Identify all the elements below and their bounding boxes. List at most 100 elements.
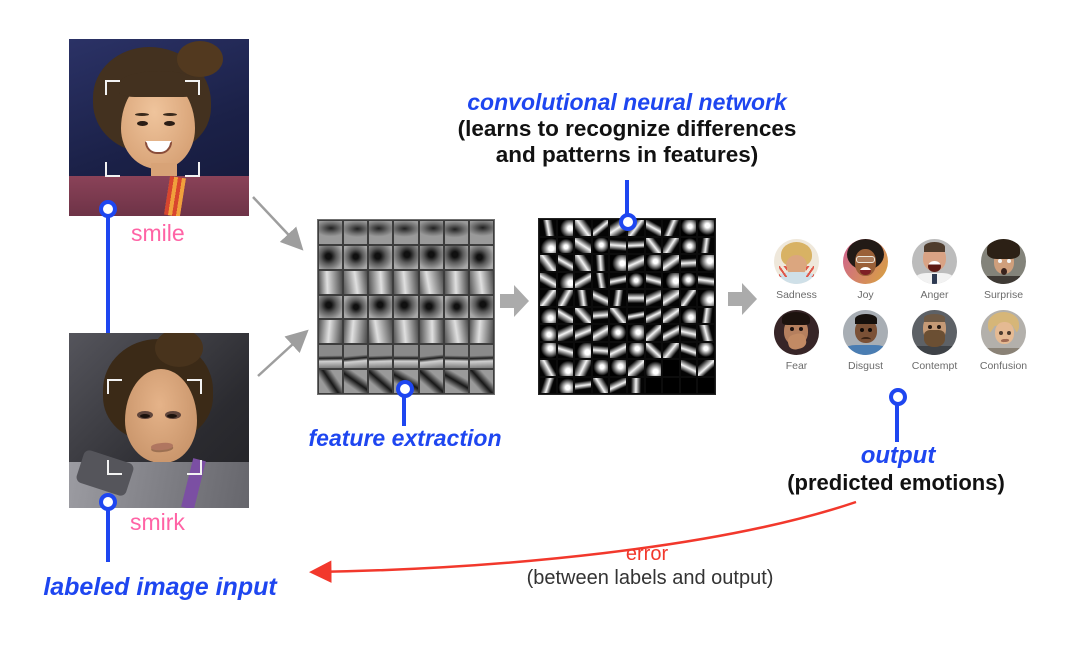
cnn-filter-patch [609, 289, 627, 307]
cnn-filter-patch [697, 324, 715, 342]
connector-node-smirk [99, 493, 117, 511]
photo-eye [140, 414, 150, 418]
cnn-filter-patch [662, 254, 680, 272]
cnn-filter-patch [679, 219, 698, 237]
cnn-filter-patch [539, 219, 557, 237]
feature-patch [443, 294, 469, 320]
cnn-filter-patch [679, 254, 698, 272]
predicted-emotions-caption: (predicted emotions) [787, 470, 1005, 495]
feature-patch [368, 319, 394, 345]
feature-patch [318, 369, 344, 394]
emotion-fear: Fear [762, 310, 831, 372]
cnn-filter-patch [662, 219, 680, 237]
feature-patch [318, 344, 344, 370]
cnn-filter-patch [609, 324, 627, 342]
feature-patch [443, 344, 469, 370]
feature-patch [468, 344, 494, 370]
arrow-smirk-to-features [257, 329, 309, 377]
photo-hairline [119, 71, 199, 97]
cnn-filter-patch [539, 306, 557, 324]
cnn-filter-patch [662, 306, 680, 324]
connector-line-output [895, 404, 899, 442]
cnn-filter-patch [662, 376, 680, 394]
anger-avatar [912, 239, 957, 284]
feature-patch [468, 244, 494, 270]
photo-eye [167, 414, 177, 418]
cnn-filter-patch [697, 219, 715, 237]
predicted-emotions-grid: Sadness Joy Anger Surprise Fear Disgust … [762, 239, 1038, 372]
cnn-filter-patch [591, 341, 610, 359]
feature-patch [343, 244, 369, 270]
sadness-avatar [774, 239, 819, 284]
cnn-filter-patch [627, 341, 645, 359]
cnn-filter-patch [644, 289, 663, 307]
cnn-filter-patch [697, 254, 715, 272]
cnn-filter-patch [556, 359, 575, 377]
cnn-filter-patch [539, 271, 557, 289]
cnn-filter-patch [574, 359, 592, 377]
cnn-filter-patch [591, 236, 610, 254]
emotion-anger: Anger [900, 239, 969, 301]
emotion-joy: Joy [831, 239, 900, 301]
cnn-filter-patch [609, 376, 627, 394]
feature-patch [368, 344, 394, 370]
cnn-filter-patch [679, 236, 698, 254]
feature-patch [393, 269, 419, 295]
cnn-filter-patch [662, 341, 680, 359]
output-label: output [860, 442, 936, 469]
cnn-filter-patch [556, 219, 575, 237]
emotion-label: Fear [785, 360, 808, 372]
cnn-filter-patch [591, 324, 610, 342]
feature-patch [318, 244, 344, 270]
photo-brow [135, 113, 149, 116]
connector-node-output [889, 388, 907, 406]
cnn-filter-grid [538, 218, 716, 395]
cnn-filter-patch [591, 306, 610, 324]
cnn-filter-patch [697, 341, 715, 359]
cnn-filter-patch [697, 289, 715, 307]
cnn-filter-patch [609, 341, 627, 359]
cnn-filter-patch [627, 271, 645, 289]
feature-patch [443, 269, 469, 295]
cnn-filter-patch [662, 236, 680, 254]
cnn-filter-patch [697, 376, 715, 394]
photo-hair-bun [177, 41, 223, 77]
emotion-label: Disgust [847, 360, 883, 372]
cnn-filter-patch [556, 376, 575, 394]
feature-patch [393, 344, 419, 370]
cnn-filter-patch [539, 376, 557, 394]
feature-patch [368, 294, 394, 320]
cnn-filter-patch [662, 359, 680, 377]
cnn-filter-patch [609, 306, 627, 324]
cnn-title: convolutional neural network [467, 89, 787, 115]
cnn-subtitle-line2: and patterns in features) [495, 142, 759, 167]
confusion-avatar [981, 310, 1026, 355]
feature-patch [368, 369, 394, 394]
cnn-filter-patch [627, 359, 645, 377]
cnn-filter-patch [539, 289, 557, 307]
input-photo-smirk [69, 333, 249, 508]
cnn-filter-patch [644, 359, 663, 377]
cnn-filter-patch [662, 289, 680, 307]
cnn-filter-patch [697, 236, 715, 254]
connector-line-cnn-title [625, 180, 629, 215]
smile-label: smile [131, 220, 185, 246]
surprise-avatar [981, 239, 1026, 284]
emotion-label: Joy [857, 289, 874, 301]
cnn-filter-patch [574, 289, 592, 307]
face-detection-bracket [105, 80, 200, 177]
disgust-avatar [843, 310, 888, 355]
cnn-filter-patch [679, 341, 698, 359]
input-photo-smile [69, 39, 249, 216]
cnn-filter-patch [609, 236, 627, 254]
connector-line-input-label [106, 510, 110, 562]
feature-patch [318, 220, 344, 245]
emotion-label: Contempt [911, 360, 958, 372]
block-arrow-features-to-cnn [500, 285, 529, 317]
joy-avatar [843, 239, 888, 284]
cnn-filter-patch [697, 306, 715, 324]
cnn-filter-patch [556, 341, 575, 359]
cnn-filter-patch [556, 236, 575, 254]
feature-patch [418, 294, 444, 320]
